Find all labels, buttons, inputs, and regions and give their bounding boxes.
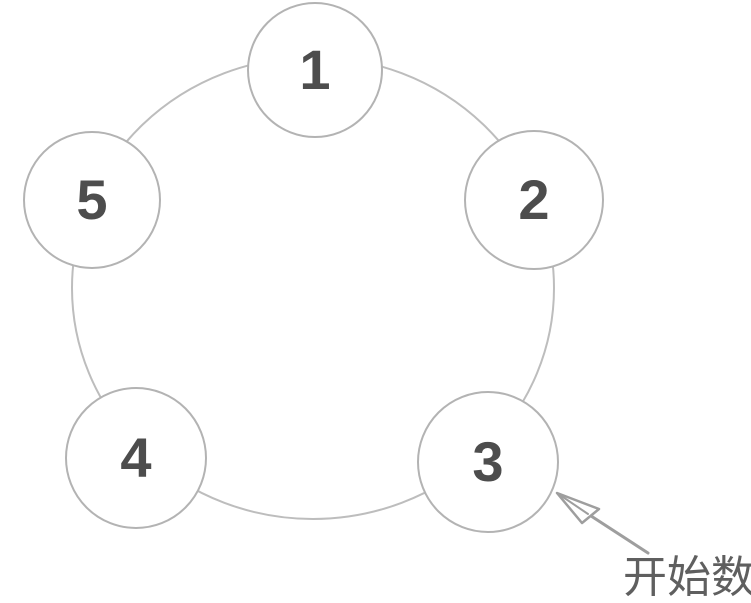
- node-1-label: 1: [299, 38, 330, 101]
- start-arrow-icon: [555, 491, 650, 555]
- node-2: 2: [464, 130, 604, 270]
- node-4-circle: [65, 387, 207, 529]
- node-4-label: 4: [120, 426, 151, 489]
- start-label: 开始数: [623, 553, 751, 602]
- node-1: 1: [247, 2, 383, 138]
- node-2-circle: [464, 130, 604, 270]
- node-3: 3: [417, 391, 559, 533]
- node-3-label: 3: [472, 430, 503, 493]
- node-2-label: 2: [518, 168, 549, 231]
- node-3-circle: [417, 391, 559, 533]
- node-4: 4: [65, 387, 207, 529]
- node-5-circle: [23, 131, 161, 269]
- node-5: 5: [23, 131, 161, 269]
- arrow-fold-line: [556, 492, 589, 515]
- node-5-label: 5: [76, 168, 107, 231]
- arrow-shaft: [586, 512, 650, 555]
- node-1-circle: [247, 2, 383, 138]
